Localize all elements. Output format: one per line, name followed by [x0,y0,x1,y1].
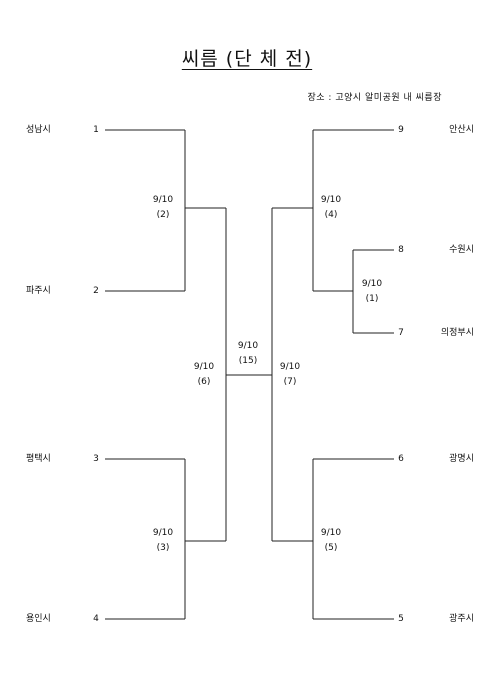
team-right-4: 광명시 [449,454,474,464]
match-2-number: (2) [156,210,170,220]
match-7-number: (7) [283,377,297,387]
match-1-date: 9/10 [361,279,383,289]
venue-text: 장소 : 고양시 알미공원 내 씨름장 [307,93,442,103]
match-6-label: 9/10 (6) [184,360,224,390]
match-4-number: (4) [324,210,338,220]
team-right-5: 광주시 [449,614,474,624]
title-text: 씨름 (단 체 전) [181,48,313,70]
page-title: 씨름 (단 체 전) [0,44,494,71]
seed-left-4: 4 [93,614,99,624]
team-left-1: 성남시 [26,125,51,135]
seed-right-3: 7 [398,328,404,338]
seed-left-1: 1 [93,125,99,135]
match-2-date: 9/10 [152,195,174,205]
seed-right-2: 8 [398,245,404,255]
match-6-date: 9/10 [193,362,215,372]
match-3-number: (3) [156,543,170,553]
match-4-label: 9/10 (4) [311,193,351,223]
match-7-date: 9/10 [279,362,301,372]
team-right-3: 의정부시 [440,328,474,338]
team-left-2: 파주시 [26,286,51,296]
seed-right-4: 6 [398,454,404,464]
match-3-date: 9/10 [152,528,174,538]
seed-left-3: 3 [93,454,99,464]
match-1-number: (1) [365,294,379,304]
final-match-number: (15) [238,356,258,366]
match-5-label: 9/10 (5) [311,526,351,556]
match-7-label: 9/10 (7) [270,360,310,390]
team-right-2: 수원시 [449,245,474,255]
match-4-date: 9/10 [320,195,342,205]
match-1-label: 9/10 (1) [352,277,392,307]
team-right-1: 안산시 [449,125,474,135]
match-3-label: 9/10 (3) [143,526,183,556]
seed-left-2: 2 [93,286,99,296]
team-left-3: 평택시 [26,454,51,464]
seed-right-5: 5 [398,614,404,624]
final-match-label: 9/10 (15) [228,339,268,369]
final-match-date: 9/10 [237,341,259,351]
match-5-number: (5) [324,543,338,553]
match-5-date: 9/10 [320,528,342,538]
team-left-4: 용인시 [26,614,51,624]
seed-right-1: 9 [398,125,404,135]
match-2-label: 9/10 (2) [143,193,183,223]
match-6-number: (6) [197,377,211,387]
